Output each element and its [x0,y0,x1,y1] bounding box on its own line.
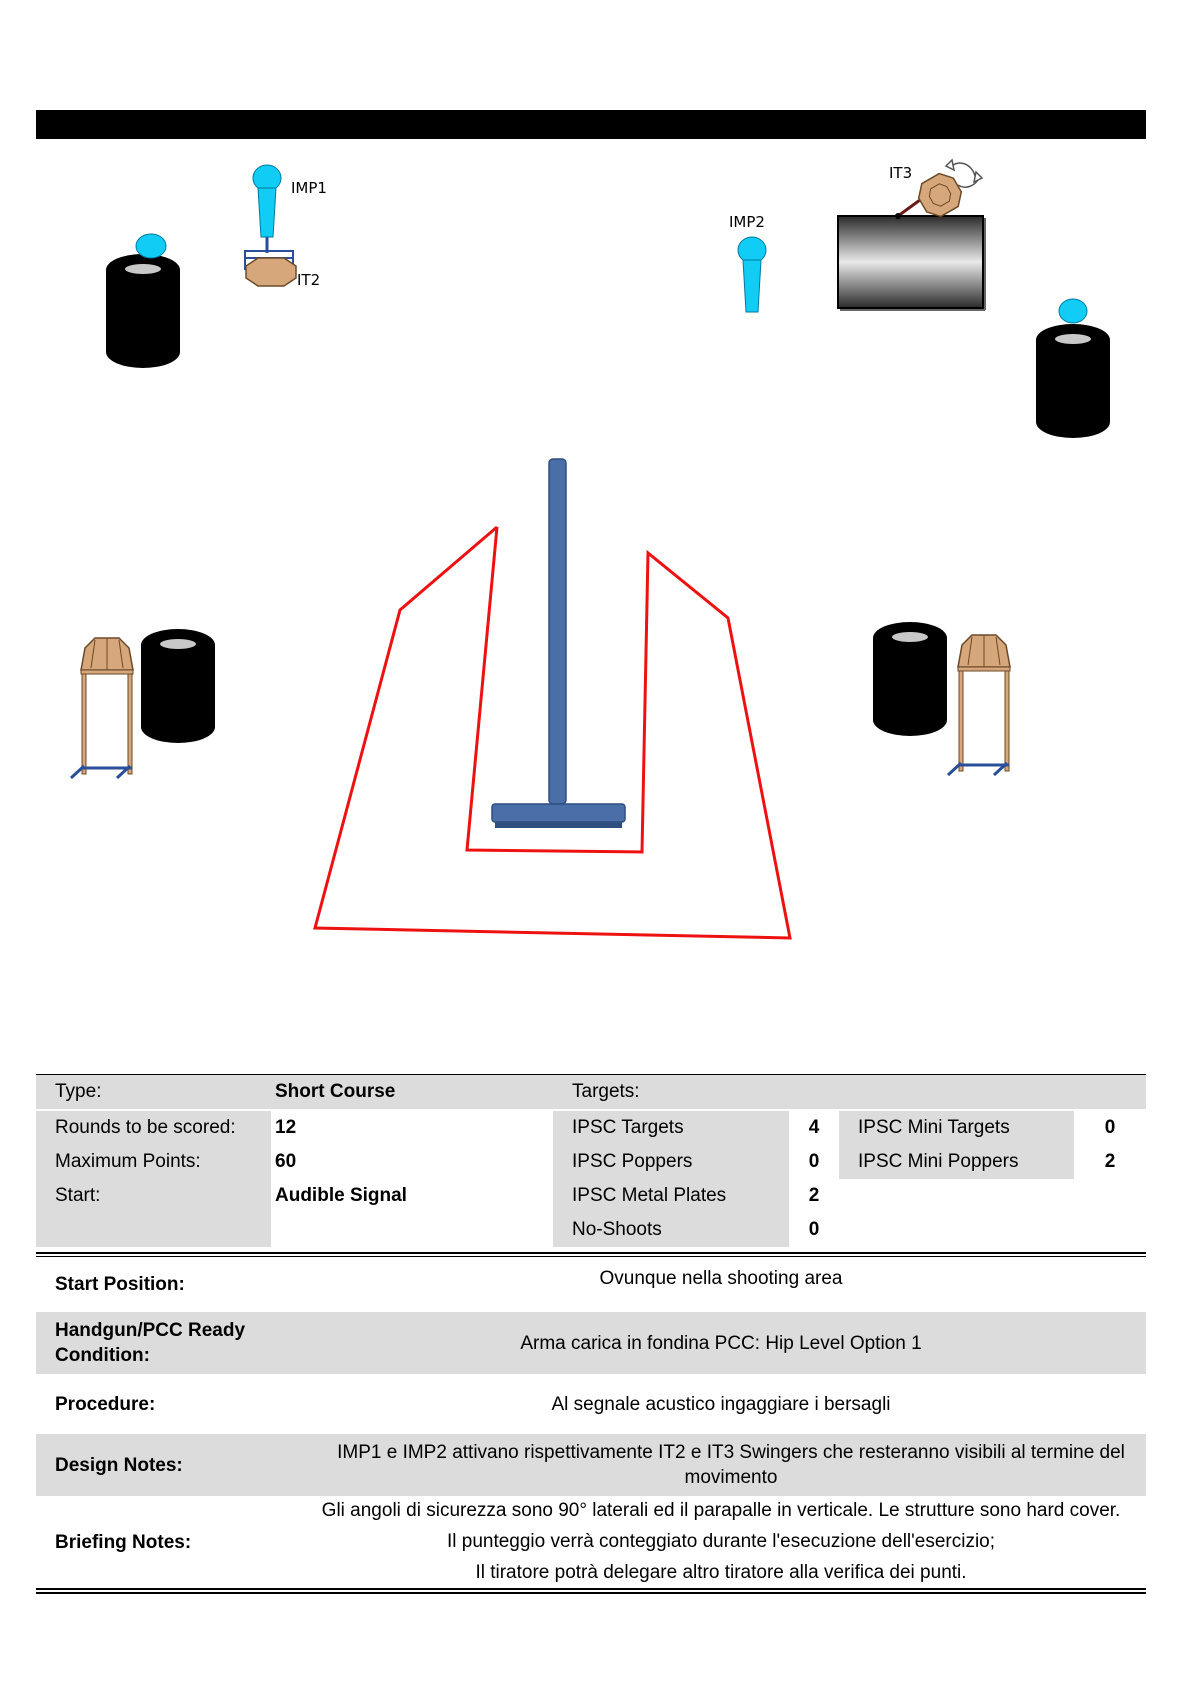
start-value: Audible Signal [275,1185,407,1206]
tire-stack-left-mid [141,629,215,743]
ipsc-poppers-label: IPSC Poppers [553,1145,789,1179]
table-divider-rule [36,1252,1146,1254]
empty-label-cell [36,1213,271,1247]
ipsc-targets-label: IPSC Targets [553,1111,789,1145]
bottom-rule-second [36,1592,1146,1594]
it3-swinger-target: IT3 [889,158,984,219]
ipsc-targets-value: 4 [808,1117,820,1138]
mini-popper-left [69,637,134,780]
it3-label: IT3 [889,164,912,182]
imp2-activator: IMP2 [729,213,767,313]
design-notes-text: IMP1 e IMP2 attivano rispettivamente IT2… [337,1442,1125,1488]
points-value: 60 [275,1151,297,1172]
targets-label: Targets: [553,1075,1146,1109]
table-divider-rule-thin [36,1256,1146,1257]
start-position-label: Start Position: [55,1274,185,1295]
ipsc-poppers-value: 0 [808,1151,820,1172]
stage-summary-table: Type: Short Course Targets: Rounds to be… [36,1075,1146,1251]
head-marker [1058,298,1088,324]
briefing-notes-line-2: Il punteggio verrà conteggiato durante l… [446,1530,996,1552]
ipsc-mini-poppers-label: IPSC Mini Poppers [839,1145,1074,1179]
tire-stack-right-top [1036,298,1110,438]
rotate-arrow-icon [944,158,984,188]
imp2-label: IMP2 [729,213,765,231]
imp1-label: IMP1 [291,179,327,197]
ipsc-mini-poppers-value: 2 [1104,1151,1116,1172]
rounds-label: Rounds to be scored: [36,1111,271,1145]
tire-stack-left-top [106,233,180,368]
briefing-notes-line-3: Il tiratore potrà delegare altro tirator… [475,1561,967,1583]
no-shoots-label: No-Shoots [553,1213,789,1247]
start-label: Start: [36,1179,271,1213]
design-notes-row: Design Notes: IMP1 e IMP2 attivano rispe… [36,1434,1146,1496]
ipsc-metal-plates-value: 2 [808,1185,820,1206]
start-position-text: Ovunque nella shooting area [599,1268,843,1289]
tire-stack-right-mid [873,622,947,736]
it2-swinger-target: IT2 [244,250,320,289]
start-position-row: Start Position: Ovunque nella shooting a… [36,1257,1146,1312]
fault-line [313,525,792,940]
stage-diagram: IMP1 IT2 IMP2 IT3 [69,158,1110,940]
procedure-row: Procedure: Al segnale acustico ingaggiar… [36,1374,1146,1434]
rounds-value: 12 [275,1117,297,1138]
stage-title-bar [36,110,1146,139]
type-label: Type: [36,1075,271,1109]
bottom-rule [36,1588,1146,1590]
design-notes-label: Design Notes: [55,1454,183,1476]
ipsc-mini-targets-value: 0 [1104,1117,1116,1138]
ready-condition-label: Handgun/PCC Ready Condition: [55,1320,246,1366]
imp1-activator: IMP1 [252,164,327,253]
wall-hard-cover [837,215,986,311]
ready-condition-row: Handgun/PCC Ready Condition: Arma carica… [36,1312,1146,1374]
briefing-notes-label: Briefing Notes: [55,1531,192,1553]
barricade [491,458,626,828]
it2-label: IT2 [297,271,320,289]
head-marker [135,233,167,259]
points-label: Maximum Points: [36,1145,271,1179]
briefing-notes-line-1: Gli angoli di sicurezza sono 90° lateral… [321,1500,1121,1522]
ipsc-metal-plates-label: IPSC Metal Plates [553,1179,789,1213]
procedure-text: Al segnale acustico ingaggiare i bersagl… [551,1393,891,1415]
type-value: Short Course [271,1075,553,1109]
mini-popper-right [946,634,1011,777]
procedure-label: Procedure: [55,1393,156,1415]
no-shoots-value: 0 [808,1219,820,1240]
briefing-notes-row: Briefing Notes: Gli angoli di sicurezza … [36,1496,1146,1588]
ready-condition-text: Arma carica in fondina PCC: Hip Level Op… [520,1332,922,1354]
ipsc-mini-targets-label: IPSC Mini Targets [839,1111,1074,1145]
